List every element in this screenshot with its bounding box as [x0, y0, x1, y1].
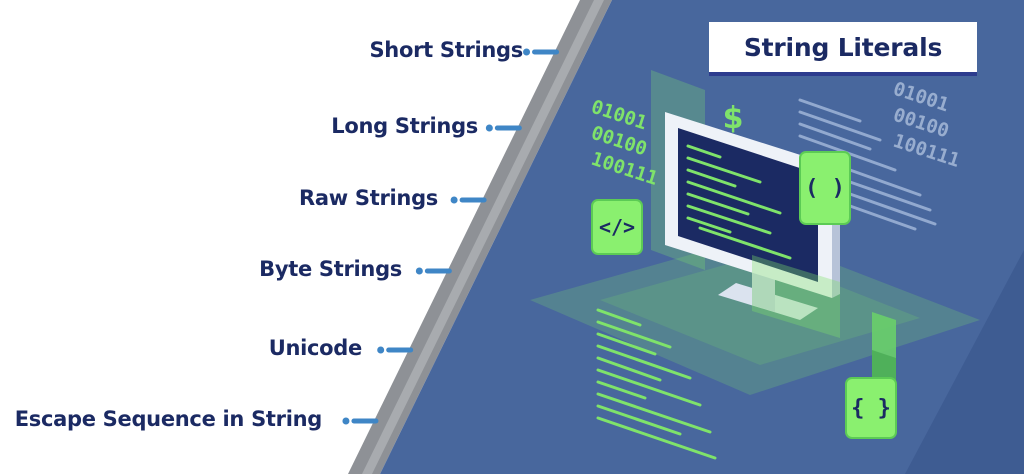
parens-icon: ( )	[805, 176, 845, 201]
panel-right-shade	[905, 250, 1024, 474]
connector-dot	[342, 417, 350, 425]
label-byte-strings: Byte Strings	[259, 257, 402, 281]
diagram-title: String Literals	[743, 32, 943, 62]
floor-plane-inner	[600, 255, 920, 365]
floor-code-lines	[596, 308, 717, 460]
label-unicode: Unicode	[268, 336, 363, 360]
monitor-stand-neck	[752, 268, 775, 312]
label-escape-sequence: Escape Sequence in String	[14, 407, 323, 431]
parens-cube	[799, 151, 851, 225]
dollar-icon: $	[723, 101, 744, 136]
label-long-strings: Long Strings	[331, 114, 478, 138]
screen-glow-panel	[752, 255, 840, 338]
html-tag-cube	[591, 199, 643, 255]
diagonal-stripe-highlight	[362, 0, 604, 474]
connector-dot	[377, 346, 385, 354]
html-tag-icon: </>	[599, 215, 635, 239]
braces-icon: { }	[851, 396, 891, 421]
screen-code-lines	[686, 144, 792, 260]
connector-dot	[415, 267, 423, 275]
title-box: String Literals	[709, 22, 977, 76]
floor-plane	[530, 235, 980, 395]
connector-dot	[523, 48, 531, 56]
connectors	[342, 48, 560, 425]
connector-dot	[485, 124, 493, 132]
braces-cube	[845, 377, 897, 439]
connector-dot	[450, 196, 458, 204]
label-raw-strings: Raw Strings	[299, 186, 438, 210]
label-short-strings: Short Strings	[369, 38, 523, 62]
